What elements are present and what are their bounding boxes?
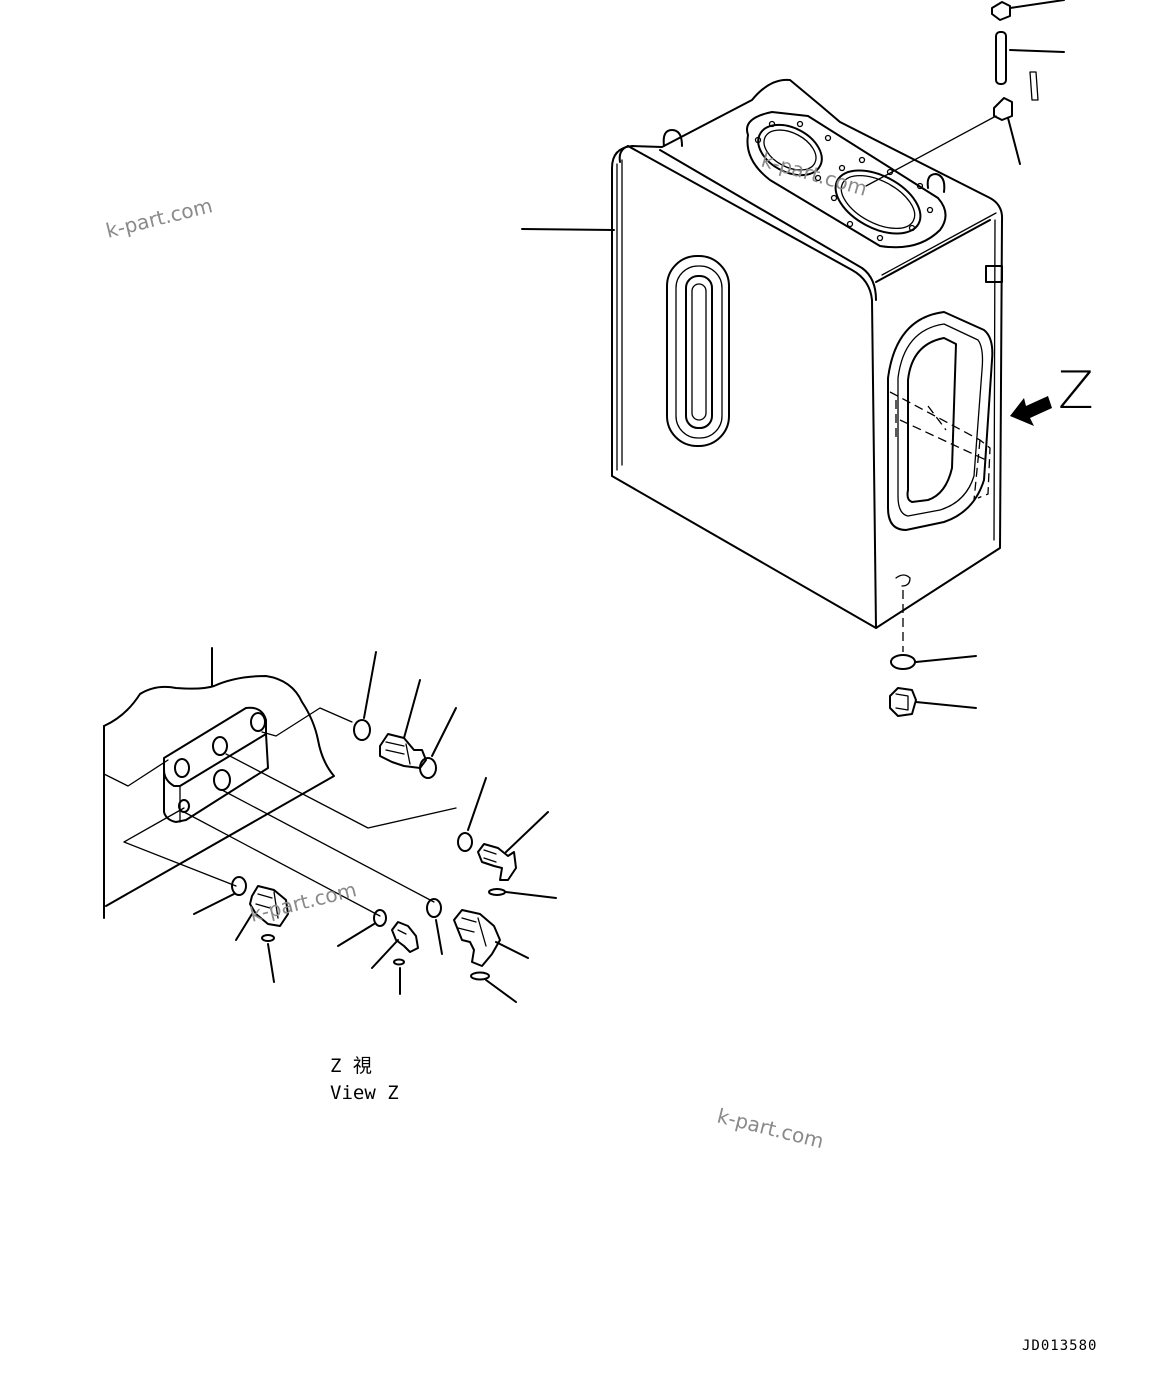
view-z-arrow [1010, 396, 1052, 426]
hydraulic-tank [611, 78, 1004, 652]
drawing-code: JD013580 [1022, 1338, 1097, 1354]
arrow-z-label: Z [1058, 361, 1094, 421]
view-label-jp: Z 視 [330, 1055, 372, 1077]
watermark-1: k-part.com [103, 193, 214, 243]
view-z-detail [103, 647, 557, 1003]
manifold-bolt-holes [754, 120, 934, 242]
watermark-3: k-part.com [247, 877, 358, 927]
drain-o-ring [890, 654, 977, 670]
view-label-en: View Z [330, 1082, 399, 1104]
breather-assembly [865, 0, 1065, 187]
drain-plug [889, 687, 977, 717]
watermark-2: k-part.com [759, 148, 870, 201]
watermark-4: k-part.com [715, 1104, 826, 1154]
